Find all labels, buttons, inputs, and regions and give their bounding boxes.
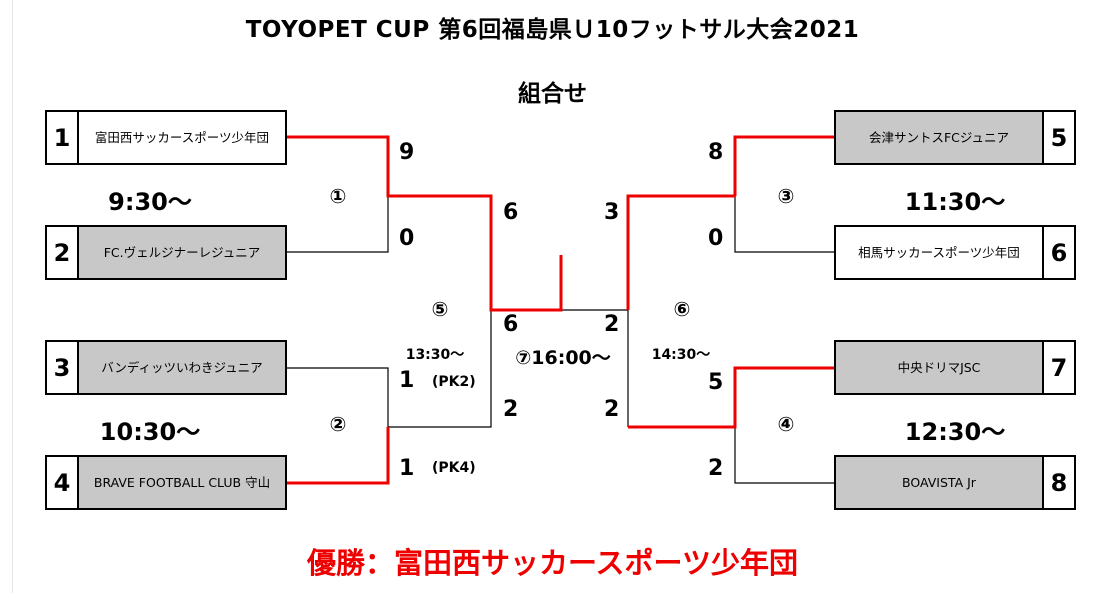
score: 2 bbox=[604, 397, 620, 422]
score: 1 bbox=[399, 456, 415, 481]
score: 3 bbox=[604, 200, 620, 225]
seed-number: 2 bbox=[45, 225, 79, 280]
winner-banner: 優勝：富田西サッカースポーツ少年団 bbox=[307, 546, 798, 580]
match-time: 13:30～ bbox=[405, 347, 465, 363]
winner-line-team1 bbox=[285, 135, 563, 312]
pk-score: (PK4) bbox=[432, 460, 476, 476]
match-label: ③ bbox=[777, 184, 795, 208]
score: 2 bbox=[503, 397, 519, 422]
score: 2 bbox=[604, 312, 620, 337]
team-box: 富田西サッカースポーツ少年団 bbox=[77, 110, 287, 165]
team-box: 中央ドリマJSC bbox=[834, 340, 1044, 395]
score: 0 bbox=[708, 226, 724, 251]
match-time: 14:30～ bbox=[651, 347, 711, 363]
match-time: 10:30～ bbox=[99, 418, 201, 446]
match-label: ① bbox=[329, 184, 347, 208]
bracket-line-team3 bbox=[285, 367, 389, 427]
team-box: バンディッツいわきジュニア bbox=[77, 340, 287, 395]
winner-line-team5 bbox=[733, 135, 836, 196]
bracket-line-m5-lower bbox=[388, 310, 492, 428]
match-label: ④ bbox=[777, 412, 795, 436]
match-label: ⑤ bbox=[431, 297, 449, 321]
pk-score: (PK2) bbox=[432, 374, 476, 390]
score: 8 bbox=[708, 140, 724, 165]
winner-line-team7 bbox=[628, 366, 836, 429]
match-label: ⑥ bbox=[673, 297, 691, 321]
score: 0 bbox=[399, 226, 415, 251]
score: 6 bbox=[503, 312, 519, 337]
winner-line-team4 bbox=[285, 427, 390, 485]
seed-number: 4 bbox=[45, 455, 79, 510]
bracket-line-team6 bbox=[734, 196, 836, 253]
team-box: 相馬サッカースポーツ少年団 bbox=[834, 225, 1044, 280]
winner-line-m3-to-m6 bbox=[626, 194, 735, 310]
seed-number: 5 bbox=[1042, 110, 1076, 165]
match-time: 12:30～ bbox=[904, 418, 1006, 446]
page-subtitle: 組合せ bbox=[518, 81, 587, 107]
score: 9 bbox=[399, 140, 415, 165]
seed-number: 7 bbox=[1042, 340, 1076, 395]
match-time: 9:30～ bbox=[108, 188, 192, 216]
score: 1 bbox=[399, 368, 415, 393]
page-left-rule bbox=[12, 0, 13, 593]
page-title: TOYOPET CUP 第6回福島県Ｕ10フットサル大会2021 bbox=[245, 17, 860, 43]
final-label: ⑦16:00～ bbox=[515, 347, 611, 369]
score: 6 bbox=[503, 200, 519, 225]
match-time: 11:30～ bbox=[904, 188, 1006, 216]
team-box: FC.ヴェルジナーレジュニア bbox=[77, 225, 287, 280]
team-box: 会津サントスFCジュニア bbox=[834, 110, 1044, 165]
seed-number: 3 bbox=[45, 340, 79, 395]
match-label: ② bbox=[329, 412, 347, 436]
team-box: BOAVISTA Jr bbox=[834, 455, 1044, 510]
bracket-line-m6-upper bbox=[627, 195, 735, 310]
team-box: BRAVE FOOTBALL CLUB 守山 bbox=[77, 455, 287, 510]
seed-number: 1 bbox=[45, 110, 79, 165]
bracket-line-team2 bbox=[285, 196, 389, 253]
score: 2 bbox=[708, 456, 724, 481]
seed-number: 8 bbox=[1042, 455, 1076, 510]
score: 5 bbox=[708, 370, 724, 395]
seed-number: 6 bbox=[1042, 225, 1076, 280]
